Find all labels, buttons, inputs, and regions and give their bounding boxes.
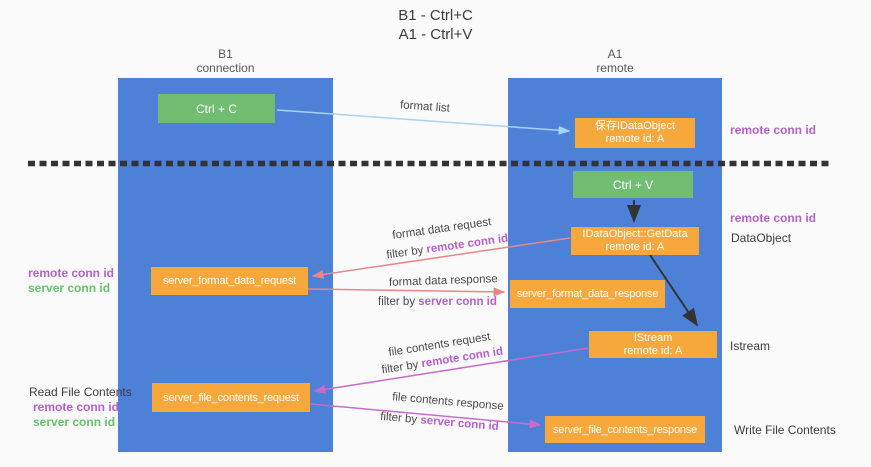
- title-line-2: A1 - Ctrl+V: [398, 26, 473, 43]
- filter-by-prefix: filter by: [379, 410, 421, 427]
- node-istream-line1: IStream: [633, 331, 673, 344]
- arrow-label-filter-by-server-conn-id-1: filter by server conn id: [378, 296, 497, 308]
- arrow-label-filter-by-server-conn-id-2: filter by server conn id: [380, 411, 499, 433]
- diagram-title: B1 - Ctrl+C A1 - Ctrl+V: [0, 6, 871, 44]
- node-save-idataobject: 保存IDataObject remote id: A: [575, 118, 695, 148]
- label-remote-conn-id-right-mid: remote conn id: [730, 211, 817, 225]
- node-ctrl-v: Ctrl + V: [573, 171, 693, 198]
- node-istream-line2: remote id: A: [623, 344, 683, 357]
- remote-conn-id-key: remote conn id: [425, 232, 509, 256]
- label-remote-conn-id-left-top: remote conn id: [28, 266, 115, 280]
- arrow-label-format-data-response: format data response: [388, 273, 498, 289]
- label-write-file-contents: Write File Contents: [734, 423, 836, 437]
- arrow-label-file-contents-response: file contents response: [391, 391, 505, 413]
- node-server-format-data-request: server_format_data_request: [151, 267, 308, 295]
- filter-by-prefix: filter by: [385, 243, 428, 262]
- lane-header-a1: A1 remote: [508, 47, 722, 75]
- node-save-line2: remote id: A: [605, 133, 665, 145]
- filter-by-prefix: filter by: [378, 296, 419, 308]
- node-ctrl-c: Ctrl + C: [158, 94, 275, 123]
- server-conn-id-key: server conn id: [418, 296, 497, 308]
- node-server-file-contents-response: server_file_contents_response: [545, 416, 705, 443]
- lane-b1-subtitle: connection: [196, 61, 255, 75]
- label-remote-conn-id-left-bottom: remote conn id: [33, 400, 120, 414]
- node-idataobject-getdata: IDataObject::GetData remote id: A: [571, 227, 699, 255]
- label-istream: Istream: [730, 339, 771, 353]
- node-sfc-resp-label: server_file_contents_response: [552, 423, 697, 436]
- label-dataobject: DataObject: [731, 231, 792, 245]
- lane-b1-title: B1: [218, 47, 233, 61]
- lane-a1-title: A1: [607, 47, 623, 61]
- lane-a1-subtitle: remote: [596, 61, 634, 75]
- label-server-conn-id-left-bottom: server conn id: [33, 415, 116, 429]
- node-save-line1: 保存IDataObject: [594, 120, 676, 132]
- arrow-label-format-list: format list: [399, 99, 451, 115]
- node-server-format-data-response: server_format_data_response: [510, 280, 665, 308]
- arrow-format-data-response: [307, 287, 506, 297]
- filter-by-prefix: filter by: [380, 358, 423, 377]
- node-sfd-req-label: server_format_data_request: [163, 275, 296, 287]
- node-getdata-line2: remote id: A: [605, 241, 665, 253]
- node-sfc-req-label: server_file_contents_request: [163, 391, 299, 404]
- server-conn-id-key: server conn id: [419, 414, 500, 434]
- title-line-1: B1 - Ctrl+C: [398, 7, 473, 24]
- node-sfd-resp-label: server_format_data_response: [516, 288, 659, 300]
- node-server-file-contents-request: server_file_contents_request: [152, 383, 310, 412]
- lane-header-b1: B1 connection: [118, 47, 333, 75]
- node-ctrl-v-label: Ctrl + V: [612, 177, 654, 192]
- node-getdata-line1: IDataObject::GetData: [582, 228, 688, 240]
- node-istream: IStream remote id: A: [589, 331, 717, 358]
- label-read-file-contents: Read File Contents: [29, 385, 132, 399]
- label-server-conn-id-left-top: server conn id: [28, 281, 111, 295]
- label-remote-conn-id-right-top: remote conn id: [730, 123, 817, 137]
- node-ctrl-c-label: Ctrl + C: [195, 101, 237, 116]
